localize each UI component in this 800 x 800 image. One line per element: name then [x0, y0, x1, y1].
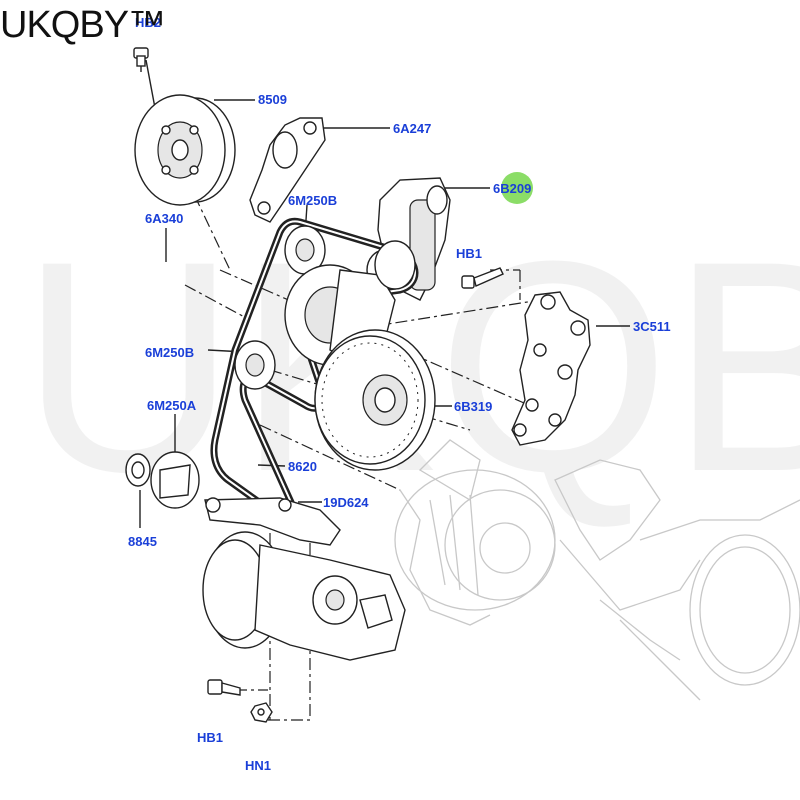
part-labels: HB2 8509 6A247 6B209 6M250B 6A340 HB1 3C…: [128, 15, 671, 773]
label-6b319: 6B319: [454, 399, 492, 414]
bracket-6a247: [249, 117, 326, 223]
pulley-6b319: [314, 329, 436, 471]
brand-logo-text: UKQBY™: [0, 4, 166, 46]
bolt-hb1-bottom: [207, 679, 241, 696]
idler-6m250b-mid: [234, 340, 276, 390]
label-hn1: HN1: [245, 758, 271, 773]
ac-compressor: [202, 531, 406, 661]
bolt-hb1-top: [461, 267, 504, 289]
bolt-hb2: [133, 47, 149, 72]
bracket-3c511: [511, 291, 591, 446]
ghost-crankshaft: [554, 459, 800, 701]
ghost-alternator: [394, 439, 556, 626]
label-6b209: 6B209: [493, 181, 531, 196]
label-hb1-bottom: HB1: [197, 730, 223, 745]
label-8620: 8620: [288, 459, 317, 474]
label-19d624: 19D624: [323, 495, 369, 510]
label-6a247: 6A247: [393, 121, 431, 136]
label-hb1-top: HB1: [456, 246, 482, 261]
label-8845: 8845: [128, 534, 157, 549]
highlight-marker: [501, 172, 533, 204]
label-6m250a: 6M250A: [147, 398, 197, 413]
label-6a340: 6A340: [145, 211, 183, 226]
pulley-8509: [134, 94, 236, 206]
label-8509: 8509: [258, 92, 287, 107]
label-6m250b-mid: 6M250B: [145, 345, 194, 360]
cap-8845: [125, 453, 151, 487]
bracket-19d624: [204, 497, 341, 546]
label-6m250b-top: 6M250B: [288, 193, 337, 208]
label-hb2: HB2: [135, 15, 161, 30]
label-3c511: 3C511: [633, 319, 671, 334]
nut-hn1: [250, 702, 273, 723]
idler-6m250a: [150, 451, 200, 509]
